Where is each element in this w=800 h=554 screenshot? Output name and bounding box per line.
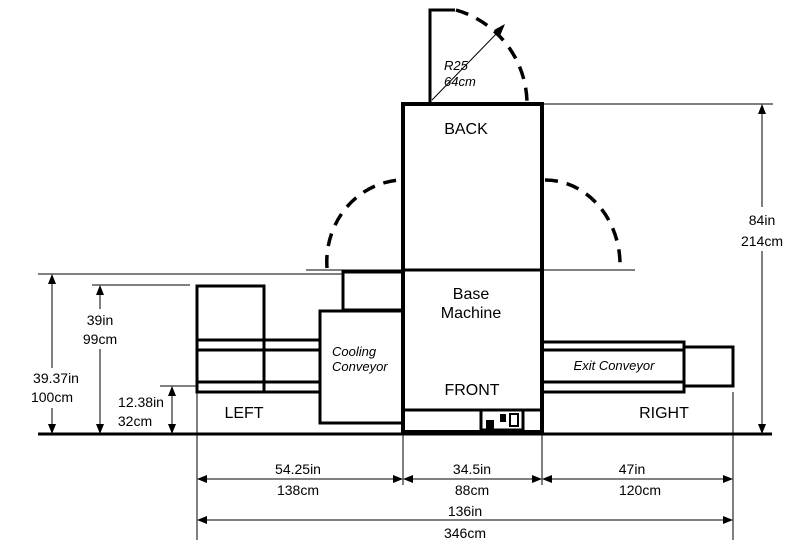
dim-cooling-height-in: 39in — [87, 312, 113, 328]
reference-lines — [38, 103, 773, 436]
dim-machine-width-cm: 88cm — [455, 482, 489, 498]
cooling-conveyor-label-2: Conveyor — [332, 359, 388, 374]
dim-overall-height-in: 39.37in — [33, 370, 79, 386]
right-label: RIGHT — [639, 405, 689, 422]
back-door-hinge — [428, 8, 455, 102]
left-door-swing-arc — [325, 178, 401, 269]
dim-conveyor-height — [168, 386, 176, 434]
exit-conveyor-label: Exit Conveyor — [574, 358, 656, 373]
dim-right-width-in: 47in — [619, 461, 645, 477]
left-unit — [195, 284, 266, 394]
radius-label: R25 — [444, 58, 469, 73]
dim-total-width — [197, 516, 733, 524]
radius-label-cm: 64cm — [444, 74, 476, 89]
dim-cooling-height-cm: 99cm — [83, 331, 117, 347]
feed-block — [341, 270, 405, 312]
dim-left-width-in: 54.25in — [275, 461, 321, 477]
dim-conveyor-height-cm: 32cm — [118, 413, 152, 429]
dim-total-width-cm: 346cm — [444, 525, 486, 541]
dim-overall-height — [28, 274, 78, 434]
dim-right-width-cm: 120cm — [619, 482, 661, 498]
dim-right-width — [542, 475, 733, 483]
dim-total-width-in: 136in — [448, 503, 482, 519]
dim-height-total-in: 84in — [749, 212, 775, 228]
cooling-conveyor-label: Cooling — [332, 344, 377, 359]
dim-left-width — [197, 475, 403, 483]
dim-machine-width-in: 34.5in — [453, 461, 491, 477]
left-conveyor-link — [262, 338, 322, 394]
door-swings — [325, 8, 622, 269]
dim-machine-width — [403, 475, 542, 483]
radius-arrow — [431, 24, 505, 101]
extension-lines — [196, 392, 734, 540]
base-machine-label-2: Machine — [441, 305, 502, 322]
front-label: FRONT — [444, 382, 499, 399]
right-door-swing-arc — [544, 178, 622, 269]
dim-left-width-cm: 138cm — [277, 482, 319, 498]
dim-cooling-height — [78, 285, 122, 434]
dim-overall-height-cm: 100cm — [31, 389, 73, 405]
left-label: LEFT — [224, 405, 263, 422]
dim-height-total-cm: 214cm — [741, 233, 783, 249]
dim-height-total — [735, 104, 789, 434]
base-machine-label: Base — [453, 286, 490, 303]
back-label: BACK — [444, 121, 488, 138]
dim-conveyor-height-in: 12.38in — [118, 394, 164, 410]
exit-conveyor — [540, 340, 735, 394]
